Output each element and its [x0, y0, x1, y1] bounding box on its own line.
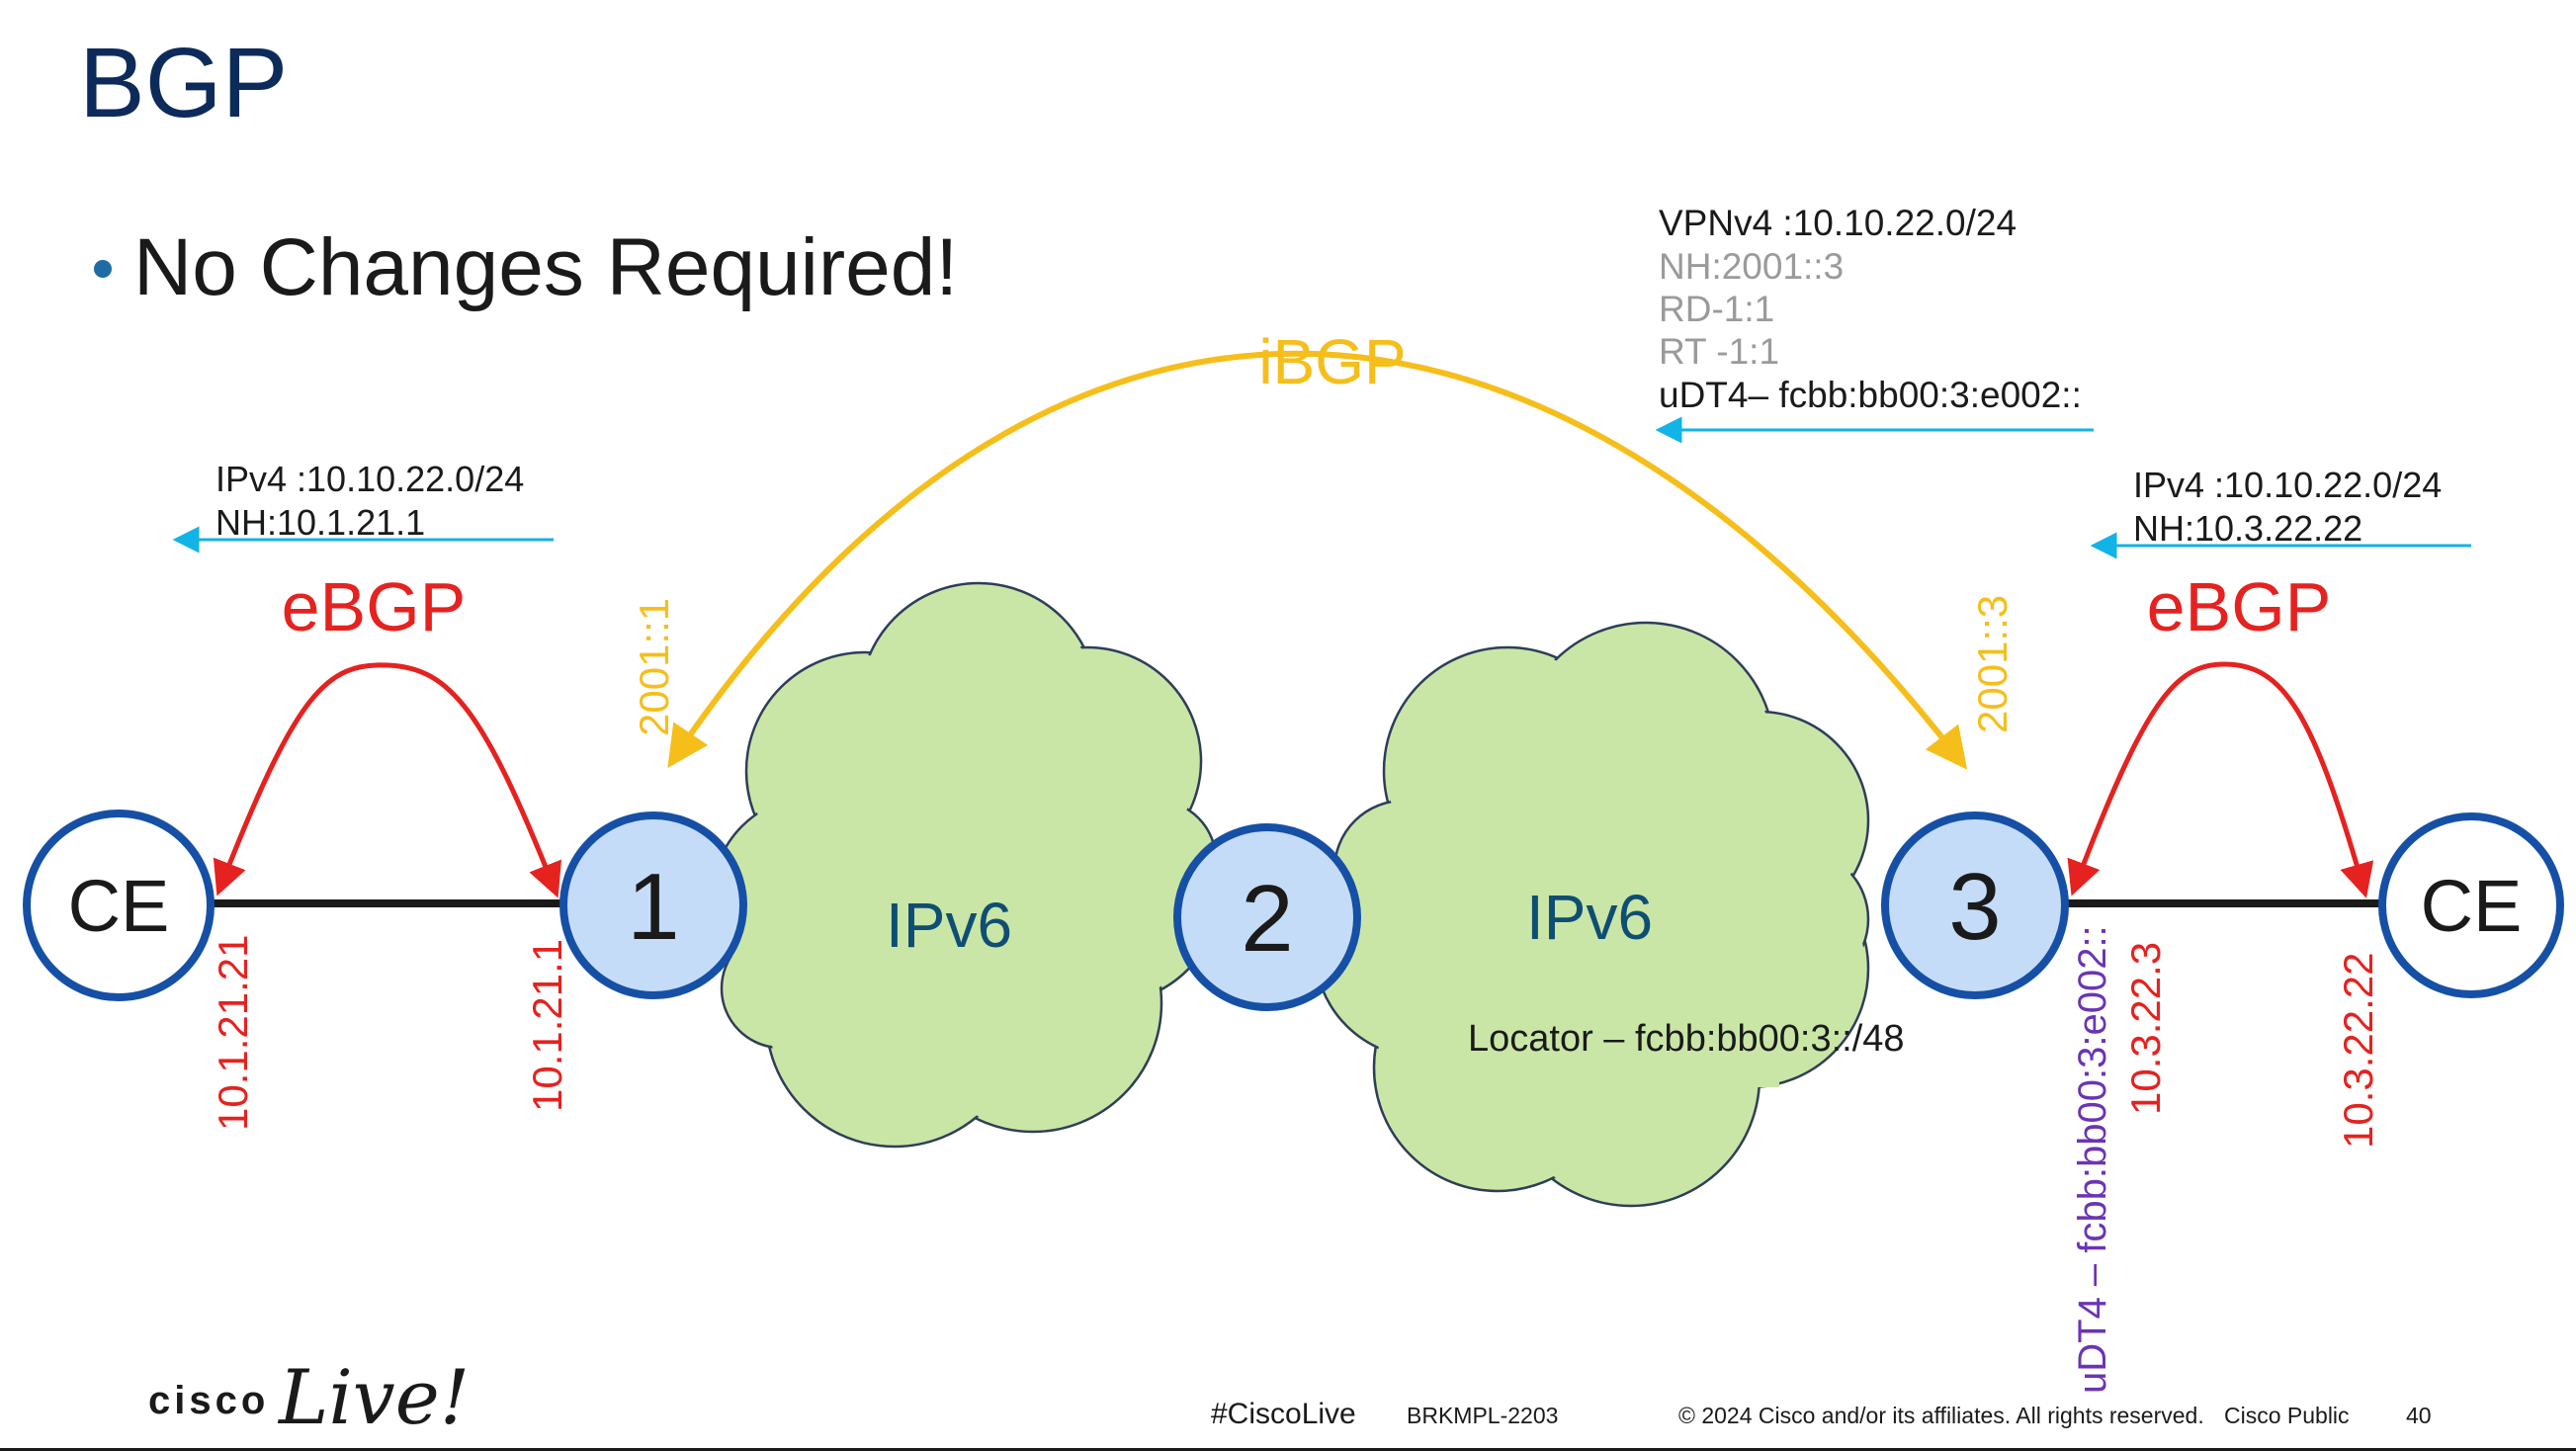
vpn-rt: RT -1:1 — [1659, 331, 1779, 372]
p2-router — [1173, 823, 1361, 1011]
ebgp-right-label: eBGP — [2147, 568, 2332, 645]
pe1-label: 1 — [627, 854, 679, 960]
right-ipv4-update: IPv4 :10.10.22.0/24 NH:10.3.22.22 — [2090, 465, 2471, 559]
loopback-pe1: 2001::1 — [631, 598, 677, 736]
pe3-label: 3 — [1948, 854, 2001, 960]
live-script: Live! — [277, 1353, 470, 1441]
ipv6-cloud-left — [710, 581, 1223, 1149]
bullet-text: No Changes Required! — [133, 222, 958, 312]
ebgp-left-arrow — [213, 662, 561, 898]
p2-label: 2 — [1241, 866, 1293, 972]
pe1-router — [559, 811, 747, 999]
cloud-right-label: IPv6 — [1526, 882, 1653, 953]
cloud-left-label: IPv6 — [886, 890, 1012, 961]
ce-left-label: CE — [68, 865, 170, 947]
right-prefix: IPv4 :10.10.22.0/24 — [2133, 465, 2442, 505]
pe3-router — [1881, 811, 2069, 999]
loopback-pe3: 2001::3 — [1969, 595, 2016, 733]
left-prefix: IPv4 :10.10.22.0/24 — [215, 459, 524, 499]
addr-ce-right: 10.3.22.22 — [2335, 952, 2381, 1149]
vpnv4-update: VPNv4 :10.10.22.0/24 NH:2001::3 RD-1:1 R… — [1655, 203, 2094, 444]
left-ipv4-update: IPv4 :10.10.22.0/24 NH:10.1.21.1 — [172, 459, 554, 554]
vpn-rd: RD-1:1 — [1659, 289, 1774, 329]
bullet-dot — [94, 260, 112, 278]
footer-session-id: BRKMPL-2203 — [1407, 1403, 1558, 1428]
vpn-sid: uDT4– fcbb:bb00:3:e002:: — [1659, 375, 2082, 415]
vpn-nexthop: NH:2001::3 — [1659, 246, 1844, 287]
ebgp-left-label: eBGP — [282, 568, 467, 645]
addr-pe3: 10.3.22.3 — [2122, 942, 2169, 1115]
vpn-prefix: VPNv4 :10.10.22.0/24 — [1659, 203, 2017, 243]
footer-classification: Cisco Public — [2224, 1403, 2350, 1428]
ce-right-router — [2378, 812, 2564, 998]
cisco-live-logo: cisco Live! — [148, 1353, 470, 1441]
addr-pe1: 10.1.21.1 — [524, 939, 570, 1112]
cisco-wordmark: cisco — [148, 1379, 269, 1422]
addr-pe3-sid: uDT4 – fcbb:bb00:3:e002:: — [2071, 925, 2114, 1394]
ibgp-label: iBGP — [1258, 326, 1406, 397]
locator-label: Locator – fcbb:bb00:3::/48 — [1468, 1018, 1905, 1060]
ce-right-label: CE — [2421, 865, 2523, 947]
ibgp-session-arrow — [667, 350, 1968, 770]
right-nexthop: NH:10.3.22.22 — [2133, 508, 2362, 549]
slide-title: BGP — [79, 28, 288, 138]
ebgp-right-arrow — [2067, 661, 2374, 898]
left-nexthop: NH:10.1.21.1 — [215, 502, 425, 543]
footer-hashtag: #CiscoLive — [1211, 1398, 1356, 1430]
addr-ce-left: 10.1.21.21 — [210, 934, 256, 1131]
footer-page-number: 40 — [2406, 1403, 2432, 1428]
ce-left-router — [23, 810, 215, 1001]
footer-copyright: © 2024 Cisco and/or its affiliates. All … — [1678, 1403, 2204, 1428]
